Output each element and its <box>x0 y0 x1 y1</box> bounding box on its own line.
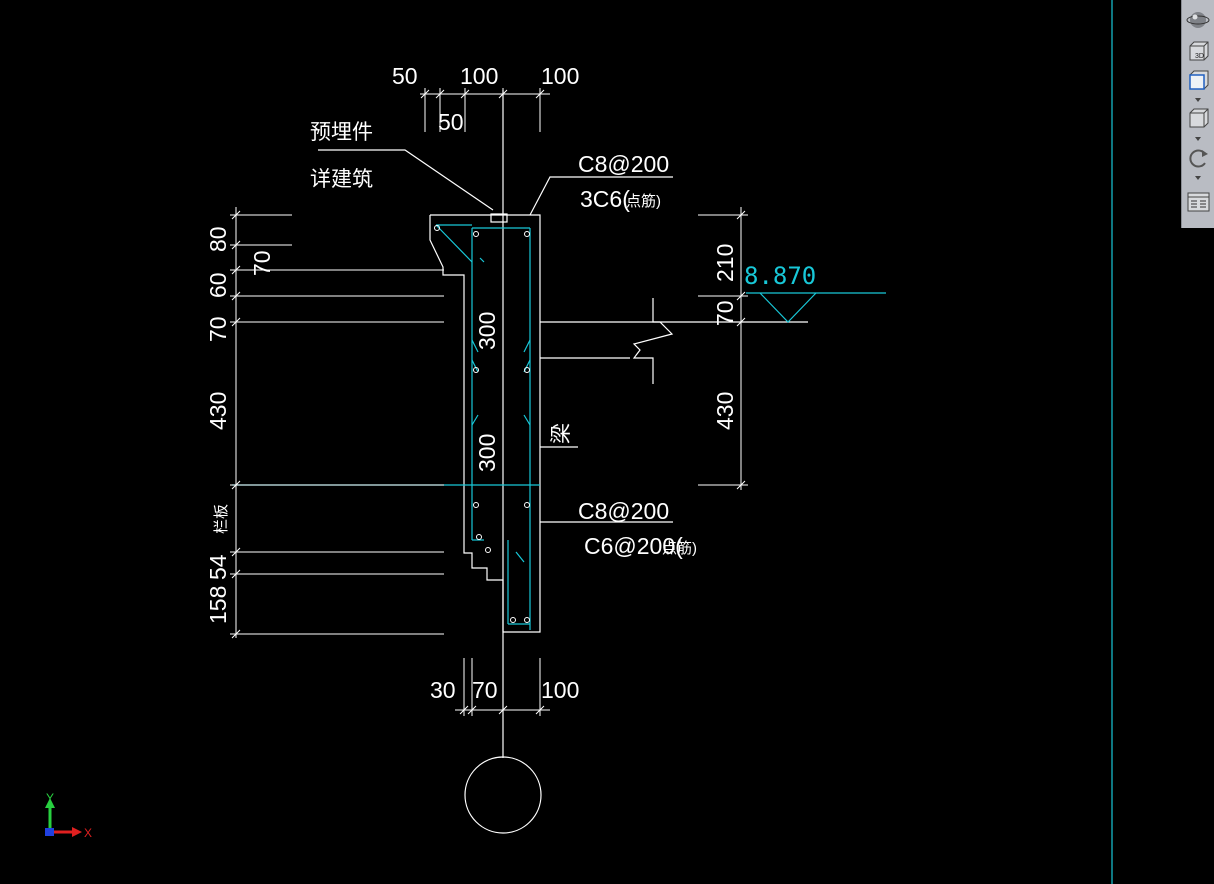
elevation-value: 8.870 <box>744 262 816 290</box>
dim-bottom-70: 70 <box>472 677 498 703</box>
dim-left-60: 60 <box>205 272 231 298</box>
note-bottom-rebar-2: C6@200( <box>584 533 683 559</box>
note-embedded-part: 预埋件 <box>310 121 373 144</box>
ucs-icon: Y X <box>45 791 92 840</box>
chevron-down-icon[interactable] <box>1195 137 1201 141</box>
dim-right-430: 430 <box>712 392 738 430</box>
note-see-architecture: 详建筑 <box>310 168 373 191</box>
dim-top-50-inner: 50 <box>438 109 464 135</box>
chevron-down-icon[interactable] <box>1195 98 1201 102</box>
orbit-icon[interactable] <box>1185 8 1212 32</box>
note-beam: 梁 <box>550 423 573 444</box>
right-dimension-chain <box>698 207 748 490</box>
note-bottom-rebar-2-small: 点筋) <box>662 540 697 557</box>
elevation-marker <box>746 292 886 323</box>
note-left-side: 栏板 <box>212 504 230 534</box>
3d-view-icon[interactable]: 3D <box>1185 39 1212 63</box>
svg-text:3D: 3D <box>1195 53 1204 60</box>
dim-bottom-100: 100 <box>541 677 579 703</box>
note-bottom-rebar-1: C8@200 <box>578 498 669 524</box>
bottom-dimension-chain <box>455 658 550 716</box>
note-top-rebar-2: 3C6( <box>580 186 630 212</box>
ucs-y-label: Y <box>46 791 54 805</box>
dim-left-158: 158 <box>205 586 231 624</box>
front-view-icon[interactable] <box>1185 68 1212 92</box>
box-view-icon[interactable] <box>1185 106 1212 130</box>
dim-left-80: 80 <box>205 226 231 252</box>
dim-left-430: 430 <box>205 392 231 430</box>
dim-inner-300-lower: 300 <box>474 434 500 472</box>
chevron-down-icon[interactable] <box>1195 176 1201 180</box>
dim-left-70b: 70 <box>205 316 231 342</box>
rebar-dots <box>434 225 530 623</box>
section-outline <box>232 90 808 834</box>
dim-bottom-30: 30 <box>430 677 456 703</box>
properties-icon[interactable] <box>1185 190 1212 214</box>
dim-right-210: 210 <box>712 244 738 282</box>
rotate-icon[interactable] <box>1185 146 1212 170</box>
note-top-rebar-1: C8@200 <box>578 151 669 177</box>
dim-left-54: 54 <box>205 554 231 580</box>
dim-left-70a: 70 <box>249 250 275 276</box>
left-dimension-chain <box>230 207 444 639</box>
dim-top-50: 50 <box>392 63 418 89</box>
dim-top-100-a: 100 <box>460 63 498 89</box>
dim-right-70: 70 <box>712 300 738 326</box>
top-dimension-chain <box>420 88 550 132</box>
dim-top-100-b: 100 <box>541 63 579 89</box>
dim-inner-300-upper: 300 <box>474 312 500 350</box>
ucs-x-label: X <box>84 826 92 840</box>
view-toolbar: 3D <box>1181 0 1214 228</box>
note-top-rebar-2-small: 点筋) <box>626 193 661 210</box>
